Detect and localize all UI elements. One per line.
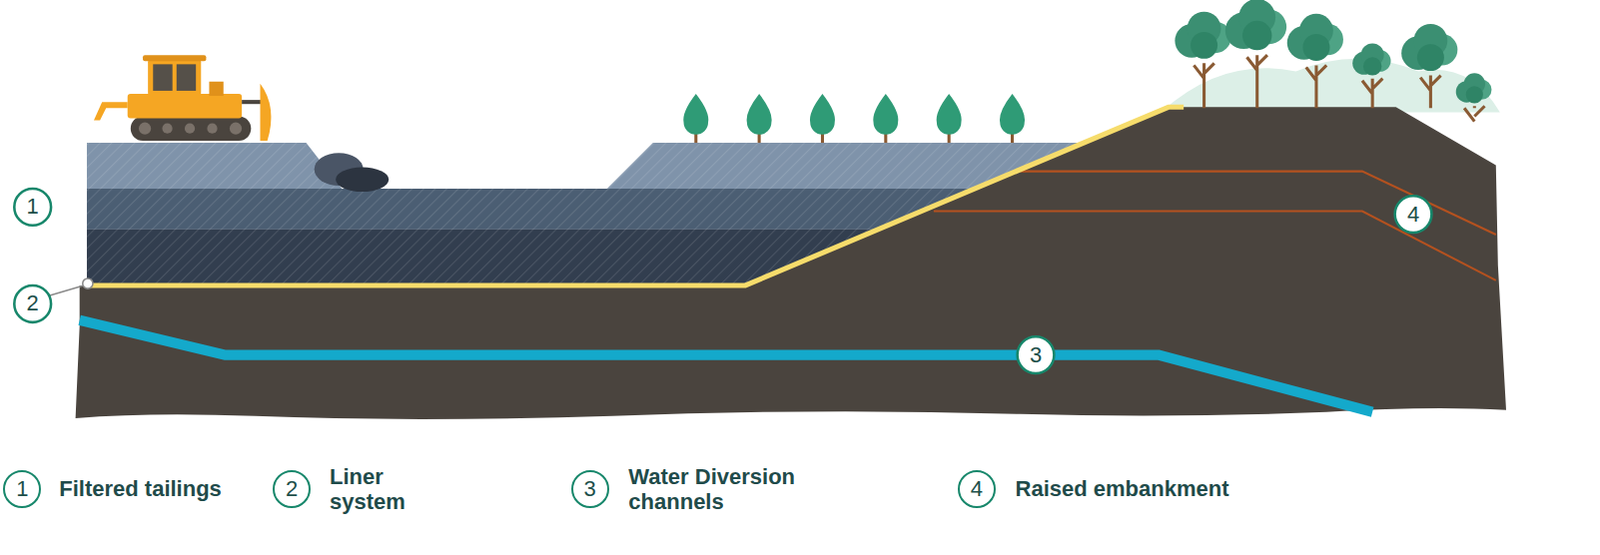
tree-trunk (1306, 64, 1327, 108)
tree-crown (872, 93, 898, 135)
tree-crown (809, 93, 835, 135)
callout-number: 2 (26, 292, 39, 315)
tree-crown (936, 93, 962, 135)
tree-crown (1466, 85, 1484, 103)
tree-crown (747, 93, 773, 135)
legend-number: 3 (571, 470, 610, 509)
tree-trunk (1362, 78, 1383, 109)
embankment-lift-line (1020, 171, 1497, 235)
ground-body (75, 106, 1507, 420)
liner-line (86, 106, 1184, 286)
tree-crown (1417, 43, 1445, 71)
background-hill (1163, 58, 1501, 113)
tree-trunk (1193, 62, 1214, 108)
filtered-tailings (81, 132, 1103, 296)
water-channel (79, 320, 1373, 413)
tree-crown (1242, 20, 1272, 50)
legend-number: 1 (2, 470, 41, 509)
legend-label: Liner system (329, 465, 440, 514)
tree-trunk (1464, 105, 1485, 121)
tree-crown (1302, 33, 1330, 61)
callout-number: 3 (1029, 344, 1042, 367)
tree-trunk (1420, 75, 1441, 109)
tree-crown (1190, 31, 1218, 59)
tree-trunk (1246, 54, 1267, 108)
legend-label: Water Diversion channels (628, 465, 838, 514)
bulldozer (93, 54, 271, 141)
tree-crown (999, 93, 1025, 135)
legend-label: Filtered tailings (58, 477, 222, 502)
small-trees (683, 93, 1025, 143)
legend-label: Raised embankment (1015, 477, 1230, 502)
callout-number: 4 (1407, 203, 1420, 226)
large-trees (1174, 0, 1492, 122)
legend-number: 4 (957, 470, 996, 509)
tailings-pile (314, 152, 390, 192)
callout-number: 1 (26, 195, 39, 218)
tree-crown (1363, 56, 1382, 75)
tree-crown (683, 93, 709, 135)
callout-circles (13, 188, 1432, 374)
legend-number: 2 (272, 470, 311, 509)
